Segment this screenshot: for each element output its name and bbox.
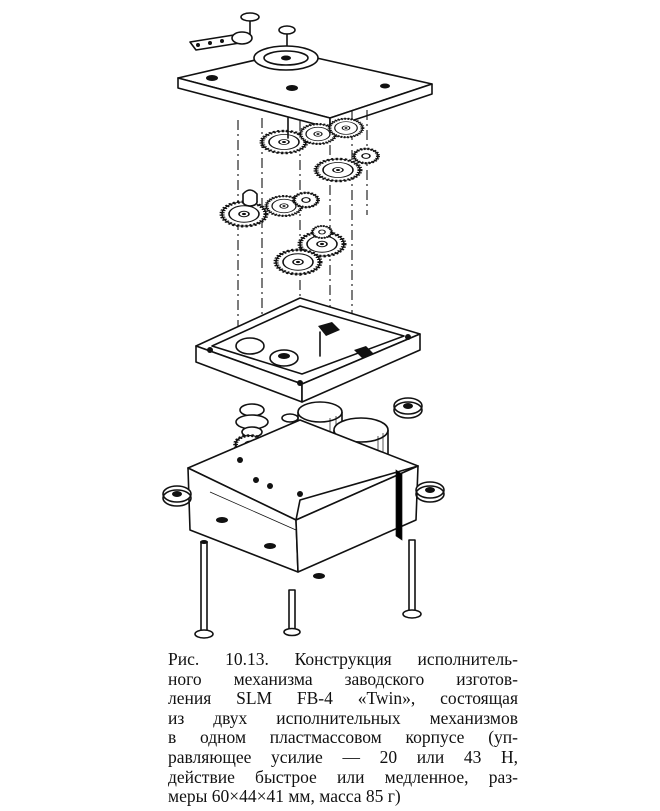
caption-line: меры 60×44×41 мм, масса 85 г) — [168, 786, 401, 807]
caption-line: ления SLM FB-4 «Twin», состоящая — [168, 688, 518, 709]
caption-line: из двух исполнительных механизмов — [168, 707, 518, 728]
caption-line: действие быстрое или медленное, раз- — [168, 766, 518, 787]
caption-line: Рис. 10.13. Конструкция исполнитель- — [168, 649, 518, 669]
middle-gear-train — [222, 189, 344, 274]
middle-housing-frame — [195, 297, 421, 403]
top-cover-plate — [177, 45, 433, 129]
exploded-mechanism-illustration — [162, 12, 445, 639]
caption-line: равляющее усилие — 20 или 43 Н, — [168, 746, 518, 767]
base-housing — [187, 419, 419, 573]
caption-line: ного механизма заводского изготов- — [168, 668, 518, 689]
top-screws-and-lever — [189, 12, 296, 51]
upper-gear-train — [262, 116, 380, 181]
caption-line: в одном пластмассовом корпусе (уп- — [168, 727, 518, 748]
mounting-screws — [162, 481, 445, 639]
figure-caption: Рис. 10.13. Конструкция исполнитель- ног… — [168, 649, 518, 807]
